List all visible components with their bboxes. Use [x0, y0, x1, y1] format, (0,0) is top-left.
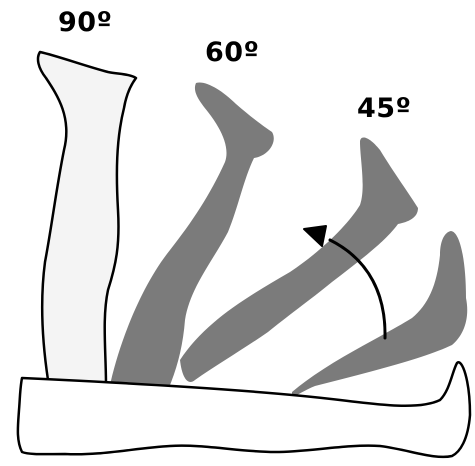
rotation-arrow-head [304, 226, 326, 246]
leg-90-degree [38, 52, 136, 385]
angle-label-60: 60º [205, 39, 259, 66]
angle-label-90: 90º [58, 9, 112, 36]
angle-label-45: 45º [357, 95, 411, 122]
